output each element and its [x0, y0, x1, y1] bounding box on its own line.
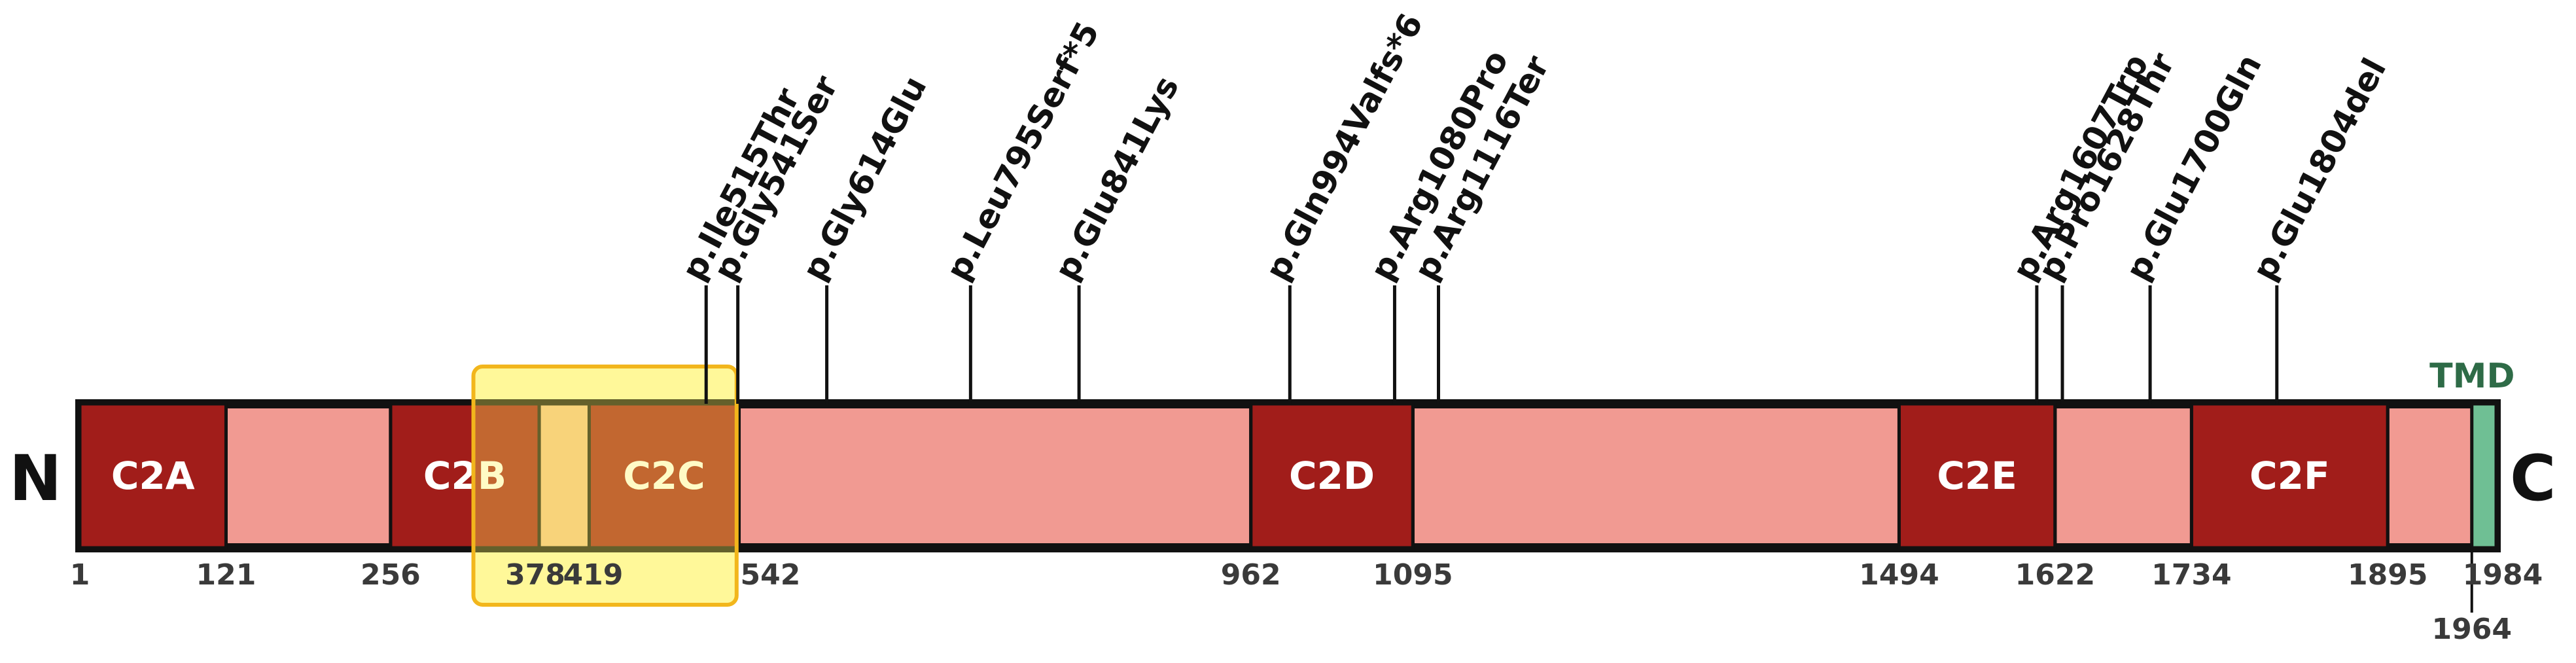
tmd-segment [2470, 402, 2498, 550]
domain-label-c2c: C2C [623, 454, 705, 498]
highlight-overlay-layer [471, 365, 739, 607]
linker-region [537, 402, 591, 550]
position-label: 1734 [2151, 558, 2231, 592]
domain-label-c2f: C2F [2250, 454, 2330, 498]
tmd-label: TMD [2429, 357, 2514, 396]
position-label: 256 [361, 558, 421, 592]
position-label: 962 [1221, 558, 1281, 592]
position-label: 1095 [1373, 558, 1453, 592]
domain-c2c [587, 402, 741, 550]
position-label: 1984 [2463, 558, 2543, 592]
position-label: 542 [741, 558, 801, 592]
domain-label-c2b: C2B [423, 454, 506, 498]
position-label: 419 [563, 558, 624, 592]
domain-layer: C2A C2B C2C C2D C2E C2F TMD [78, 357, 2515, 550]
variant-label: p.Glu1804del [2245, 52, 2393, 287]
position-label: 1964 [2432, 613, 2512, 646]
domain-c2a [78, 402, 228, 550]
highlight-box-overlay [471, 365, 739, 607]
domain-label-c2d: C2D [1289, 454, 1375, 498]
n-terminus-label: N [9, 442, 62, 515]
position-label: 1494 [1859, 558, 1939, 592]
domain-c2d [1249, 402, 1415, 550]
position-label: 1 [70, 558, 90, 592]
position-label: 121 [196, 558, 256, 592]
position-label: 1622 [2015, 558, 2095, 592]
position-label: 1895 [2348, 558, 2427, 592]
position-label: 378 [505, 558, 565, 592]
domain-label-c2e: C2E [1937, 454, 2017, 498]
c-terminus-label: C [2510, 442, 2556, 515]
domain-c2f [2189, 402, 2390, 550]
domain-label-c2a: C2A [111, 454, 195, 498]
